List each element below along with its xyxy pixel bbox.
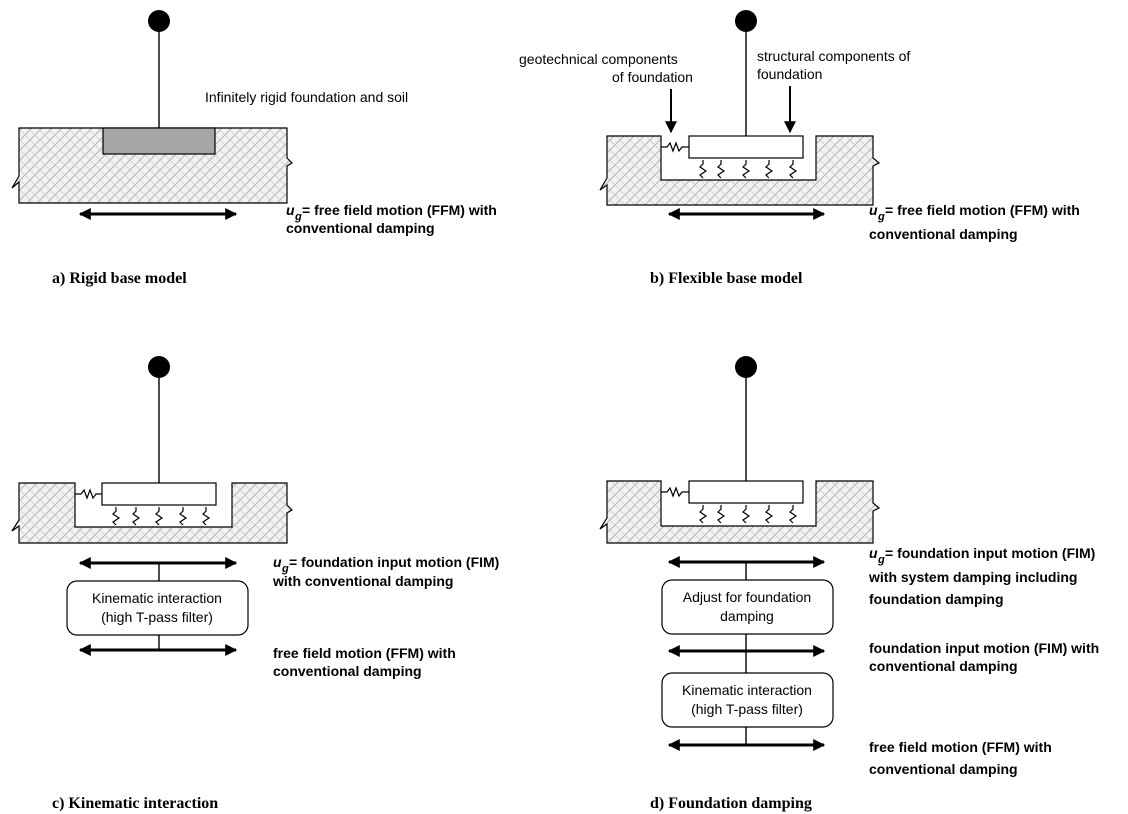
side-spring [75, 488, 102, 500]
soil-block [599, 480, 881, 544]
fim-line-2: conventional damping [869, 658, 1018, 674]
side-spring [661, 486, 689, 498]
kinematic-box-line-1: Kinematic interaction [682, 682, 812, 698]
kinematic-box-line-2: (high T-pass filter) [691, 701, 803, 717]
ffm-line-1: free field motion (FFM) with [869, 739, 1052, 755]
ffm-line-2: conventional damping [273, 663, 422, 679]
ug-symbol: u [869, 545, 878, 561]
panel-a: Infinitely rigid foundation and soil u g… [11, 10, 497, 287]
ug-symbol: u [286, 202, 295, 218]
rigid-note: Infinitely rigid foundation and soil [205, 89, 408, 105]
caption-a: a) Rigid base model [52, 270, 187, 287]
ffm-line-2: conventional damping [869, 761, 1018, 777]
kinematic-box [661, 672, 834, 728]
soil-block [599, 135, 881, 206]
vertical-springs [699, 504, 797, 524]
ug-subscript: g [877, 211, 885, 223]
adjust-box-line-2: damping [720, 608, 774, 624]
caption-b: b) Flexible base model [650, 270, 803, 287]
struct-label-1: structural components of [757, 48, 910, 64]
soil-block [11, 482, 293, 544]
soil-block [11, 127, 293, 204]
motion-line-2: with system damping including [868, 569, 1077, 585]
ffm-line-1: free field motion (FFM) with [273, 645, 456, 661]
motion-line-1: = free field motion (FFM) with [885, 202, 1080, 218]
caption-c: c) Kinematic interaction [52, 795, 218, 812]
rigid-foundation [102, 127, 216, 155]
struct-label-2: foundation [757, 66, 822, 82]
geo-label-2: of foundation [612, 69, 693, 85]
motion-line-1: = foundation input motion (FIM) [289, 554, 499, 570]
kinematic-box-line-2: (high T-pass filter) [101, 609, 213, 625]
ug-symbol: u [273, 554, 282, 570]
motion-line-1: = free field motion (FFM) with [302, 202, 497, 218]
motion-line-3: foundation damping [869, 591, 1004, 607]
structural-foundation [688, 135, 804, 159]
caption-d: d) Foundation damping [650, 795, 812, 812]
panel-d: Adjust for foundation damping Kinematic … [599, 356, 1099, 812]
kinematic-box [66, 580, 249, 636]
motion-line-2: with conventional damping [272, 573, 453, 589]
panel-c: Kinematic interaction (high T-pass filte… [11, 356, 499, 812]
structural-foundation [688, 480, 804, 504]
vertical-springs [699, 159, 797, 179]
structural-foundation [101, 482, 217, 506]
ug-subscript: g [294, 211, 302, 223]
geo-label-1: geotechnical components [519, 51, 678, 67]
kinematic-box-line-1: Kinematic interaction [92, 590, 222, 606]
fim-line-1: foundation input motion (FIM) with [869, 640, 1099, 656]
motion-line-1: = foundation input motion (FIM) [885, 545, 1095, 561]
side-spring [661, 141, 689, 153]
motion-line-2: conventional damping [869, 226, 1018, 242]
panel-b: geotechnical components of foundation st… [519, 10, 1080, 287]
adjust-box-line-1: Adjust for foundation [683, 589, 811, 605]
ug-symbol: u [869, 202, 878, 218]
vertical-springs [112, 506, 210, 526]
motion-line-2: conventional damping [286, 220, 435, 236]
ug-subscript: g [877, 554, 885, 566]
adjust-box [661, 579, 834, 635]
ug-subscript: g [281, 563, 289, 575]
